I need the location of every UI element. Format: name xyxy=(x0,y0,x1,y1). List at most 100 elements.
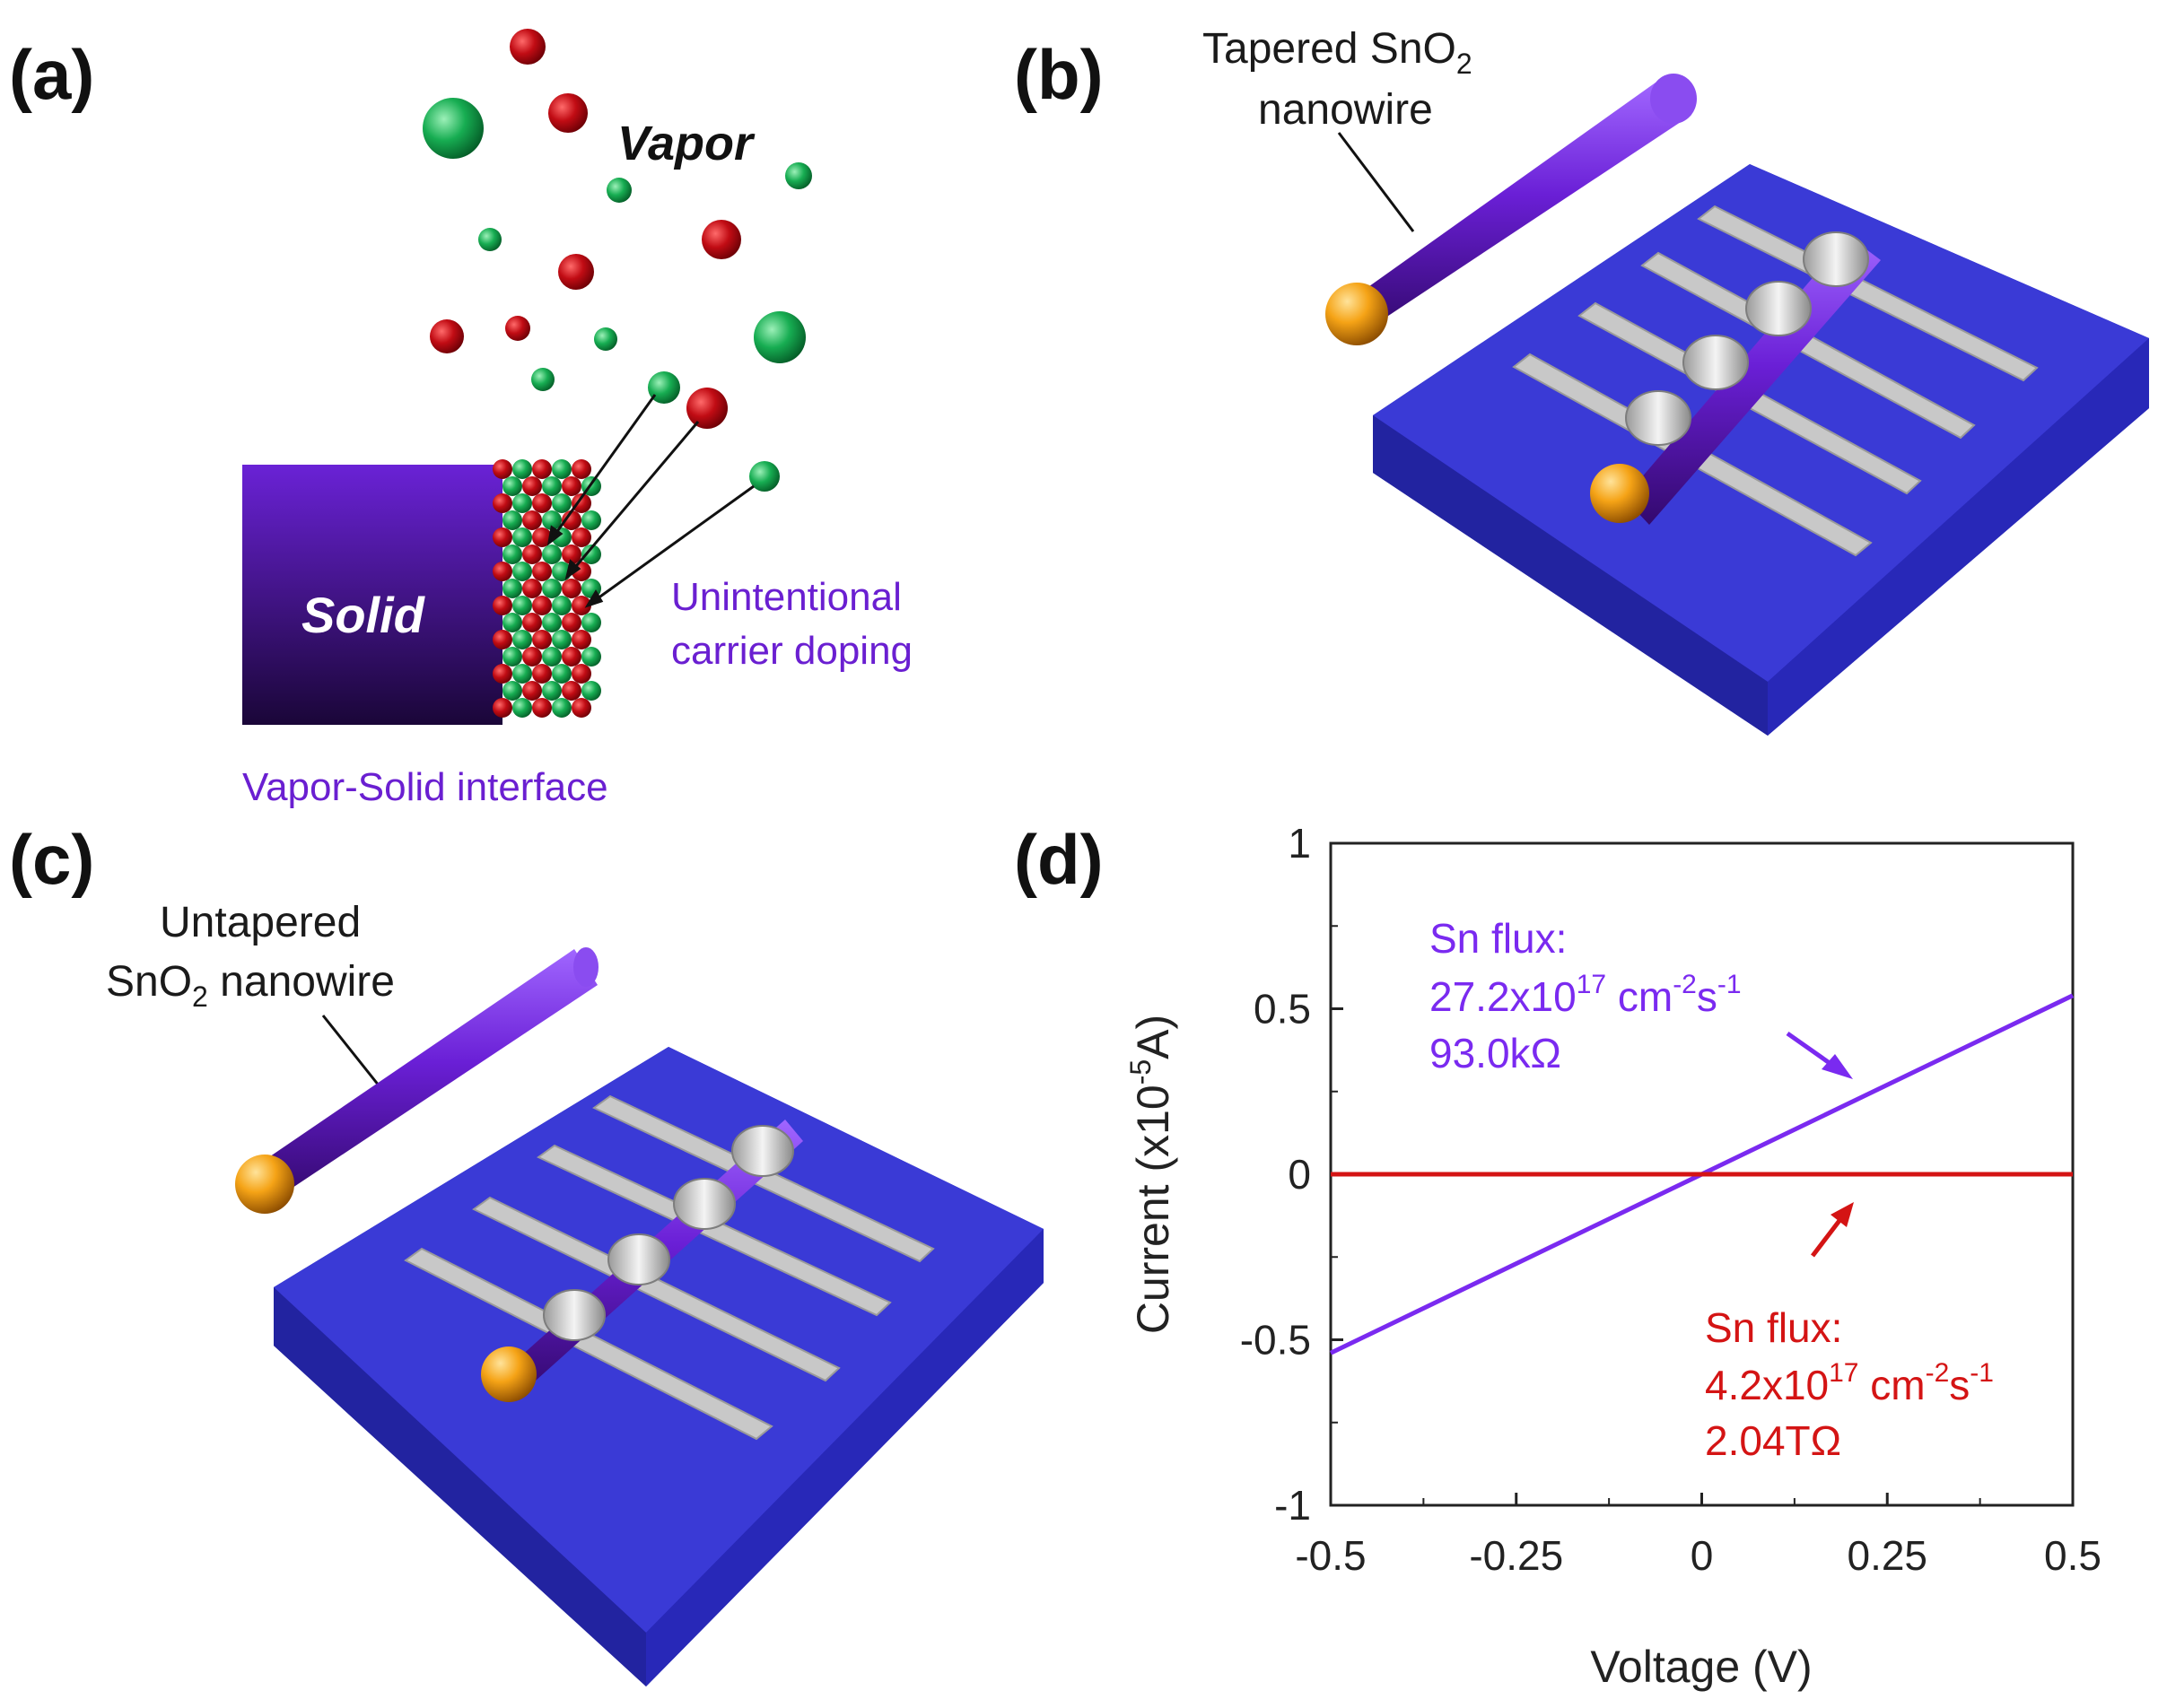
interface-atom xyxy=(522,613,542,632)
interface-atom xyxy=(532,664,552,684)
tapered-title-line1: Tapered SnO2 xyxy=(1202,25,1472,80)
interface-atom xyxy=(562,613,581,632)
high-flux-annotation: Sn flux: 27.2x1017 cm-2s-1 93.0kΩ xyxy=(1429,915,1853,1079)
y-tick-label: 0.5 xyxy=(1254,986,1311,1033)
interface-atom xyxy=(493,459,512,479)
untapered-title-line2: SnO2 nanowire xyxy=(106,958,395,1013)
interface-atom xyxy=(502,545,522,564)
gold-catalyst-icon xyxy=(1325,283,1388,345)
doping-annotation-line1: Unintentional xyxy=(671,575,902,619)
interface-atom xyxy=(562,545,581,564)
interface-atom xyxy=(493,664,512,684)
x-tick-label: 0 xyxy=(1691,1532,1714,1579)
interface-atom xyxy=(522,545,542,564)
interface-atom xyxy=(552,664,572,684)
y-axis-label: Current (x10-5A) xyxy=(1124,1015,1178,1334)
x-tick-label: 0.5 xyxy=(2044,1532,2101,1579)
interface-atom xyxy=(522,476,542,496)
x-axis-label: Voltage (V) xyxy=(1590,1642,1812,1692)
interface-atom xyxy=(562,647,581,667)
interface-atom xyxy=(572,527,591,547)
interface-atom xyxy=(512,459,532,479)
interface-atom xyxy=(572,664,591,684)
interface-atom xyxy=(512,698,532,718)
x-tick-label: 0.25 xyxy=(1847,1532,1927,1579)
interface-atom xyxy=(532,527,552,547)
low-flux-resistance: 2.04TΩ xyxy=(1705,1417,1841,1464)
interface-atom xyxy=(532,562,552,581)
interface-atom xyxy=(572,630,591,649)
tapered-nanowire xyxy=(1325,74,1697,345)
gold-catalyst-icon-2 xyxy=(235,1155,294,1214)
interface-atom xyxy=(532,630,552,649)
vapor-atoms xyxy=(423,29,812,492)
y-tick-label: 1 xyxy=(1288,820,1311,867)
interface-atom xyxy=(493,630,512,649)
interface-atom xyxy=(581,647,601,667)
interface-atom xyxy=(502,681,522,701)
panel-c-label: (c) xyxy=(9,820,94,899)
low-flux-annotation: Sn flux: 4.2x1017 cm-2s-1 2.04TΩ xyxy=(1705,1202,1994,1464)
solid-label: Solid xyxy=(301,587,426,643)
interface-atom xyxy=(581,510,601,530)
interface-atom xyxy=(572,698,591,718)
untapered-nanowire xyxy=(235,947,599,1214)
interface-atom xyxy=(493,527,512,547)
interface-atom xyxy=(542,545,562,564)
tapered-device xyxy=(1373,164,2149,736)
y-tick-label: 0 xyxy=(1288,1151,1311,1198)
panel-d-label: (d) xyxy=(1014,820,1104,899)
interface-atom xyxy=(581,681,601,701)
interface-atom xyxy=(532,698,552,718)
interface-atom xyxy=(532,459,552,479)
interface-atom xyxy=(542,613,562,632)
interface-atom xyxy=(552,698,572,718)
interface-atom xyxy=(522,579,542,598)
interface-atom xyxy=(512,527,532,547)
untapered-title-line1: Untapered xyxy=(160,899,361,946)
solid-block xyxy=(242,465,502,725)
tapered-leader-line xyxy=(1337,132,1415,232)
interface-atom xyxy=(542,681,562,701)
interface-atom xyxy=(562,510,581,530)
tapered-title-line2: nanowire xyxy=(1258,86,1433,134)
interface-atom xyxy=(512,630,532,649)
interface-caption: Vapor-Solid interface xyxy=(242,765,608,809)
interface-atom xyxy=(552,630,572,649)
interface-atom xyxy=(522,510,542,530)
interface-atoms xyxy=(493,459,601,718)
interface-atom xyxy=(502,579,522,598)
interface-atom xyxy=(542,476,562,496)
interface-atom xyxy=(542,579,562,598)
interface-atom xyxy=(532,596,552,615)
panel-c: (c) Untapered SnO2 nanowire xyxy=(9,820,1044,1686)
vapor-label: Vapor xyxy=(617,117,756,170)
interface-atom xyxy=(512,493,532,513)
x-tick-label: -0.5 xyxy=(1295,1532,1366,1579)
interface-atom xyxy=(542,647,562,667)
interface-atom xyxy=(552,493,572,513)
series-group xyxy=(1329,993,2075,1355)
low-flux-value: 4.2x1017 cm-2s-1 xyxy=(1705,1358,1994,1408)
doping-arrows xyxy=(546,394,755,608)
interface-atom xyxy=(512,562,532,581)
y-tick-label: -1 xyxy=(1274,1482,1311,1529)
panel-a: (a) Vapor Solid xyxy=(9,29,913,809)
low-flux-line1: Sn flux: xyxy=(1705,1304,1842,1351)
interface-atom xyxy=(522,681,542,701)
interface-atom xyxy=(493,596,512,615)
high-flux-resistance: 93.0kΩ xyxy=(1429,1030,1561,1076)
interface-atom xyxy=(572,493,591,513)
interface-atom xyxy=(502,476,522,496)
interface-atom xyxy=(552,459,572,479)
interface-atom xyxy=(512,664,532,684)
interface-atom xyxy=(581,613,601,632)
interface-atom xyxy=(502,510,522,530)
interface-atom xyxy=(522,647,542,667)
high-flux-value: 27.2x1017 cm-2s-1 xyxy=(1429,970,1742,1020)
interface-atom xyxy=(572,459,591,479)
y-ticks: -1-0.500.51 xyxy=(1240,820,1343,1529)
